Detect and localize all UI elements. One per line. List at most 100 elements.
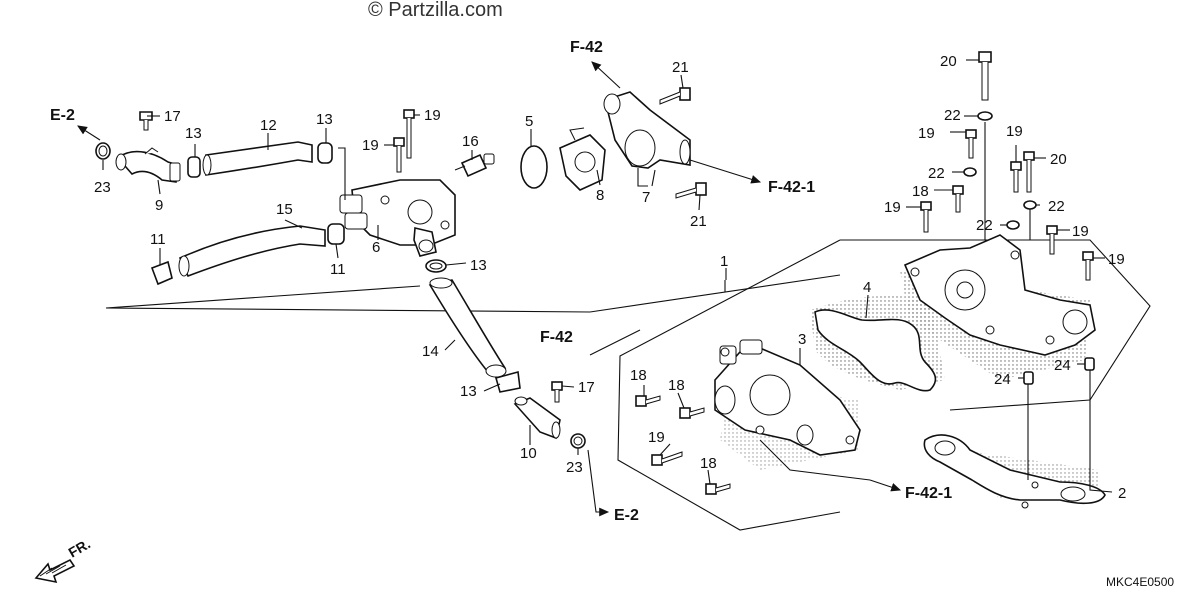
bolt-18-lower-a[interactable] (635, 395, 661, 407)
clamp-13-lower[interactable] (495, 370, 521, 393)
o-ring-23-lower[interactable] (570, 433, 586, 449)
label-19-g: 19 (1072, 223, 1089, 240)
label-13-b: 13 (316, 111, 333, 128)
cover-assembly-1[interactable] (903, 234, 1096, 356)
bolt-19-left-right[interactable] (920, 201, 932, 233)
label-23-lower: 23 (566, 459, 583, 476)
label-7: 7 (642, 189, 650, 206)
bolt-19-right-a[interactable] (1010, 161, 1022, 193)
label-4: 4 (863, 279, 871, 296)
watermark-text: © Partzilla.com (368, 0, 503, 21)
bolt-19-upper-right[interactable] (965, 129, 977, 159)
label-24-right: 24 (1054, 357, 1071, 374)
ref-e2-top: E-2 (50, 107, 75, 124)
front-label: FR. (66, 535, 94, 560)
thermostat-housing-6[interactable] (339, 179, 456, 257)
label-18-b: 18 (668, 377, 685, 394)
elbow-pipe-9[interactable] (115, 147, 181, 183)
bolt-20-top[interactable] (978, 51, 992, 101)
bolt-19-lower[interactable] (651, 451, 683, 466)
washer-22-right-b[interactable] (1006, 220, 1020, 230)
label-13-d: 13 (460, 383, 477, 400)
label-19-e: 19 (884, 199, 901, 216)
label-10: 10 (520, 445, 537, 462)
bolt-18-lower-b[interactable] (679, 407, 705, 419)
label-22-a: 22 (944, 107, 961, 124)
label-22-b: 22 (928, 165, 945, 182)
diagram-code: MKC4E0500 (1106, 575, 1174, 589)
dowel-pin-24-right[interactable] (1084, 357, 1095, 371)
bolt-21-bottom[interactable] (675, 182, 707, 199)
label-2: 2 (1118, 485, 1126, 502)
o-ring-23-top[interactable] (95, 142, 111, 160)
label-16: 16 (462, 133, 479, 150)
o-ring-5[interactable] (520, 145, 548, 189)
label-22-c: 22 (1048, 198, 1065, 215)
label-1: 1 (720, 253, 728, 270)
thermostat-cover-7[interactable] (603, 91, 691, 169)
label-20-top: 20 (940, 53, 957, 70)
ref-f421-bottom: F-42-1 (905, 485, 952, 502)
label-8: 8 (596, 187, 604, 204)
clamp-13-right[interactable] (317, 142, 333, 164)
clamp-11-right[interactable] (327, 223, 345, 245)
bolt-20-right[interactable] (1023, 151, 1035, 193)
label-5: 5 (525, 113, 533, 130)
part-number-labels: 23 9 17 13 12 13 15 11 11 6 19 19 16 13 … (94, 53, 1126, 502)
washer-22-top[interactable] (977, 111, 993, 121)
bolt-17-top[interactable] (139, 111, 153, 131)
label-15: 15 (276, 201, 293, 218)
label-11-left: 11 (150, 231, 166, 248)
bolt-19-thermostat-a[interactable] (403, 109, 415, 159)
thermostat-8[interactable] (559, 127, 606, 191)
washer-22-mid[interactable] (963, 167, 977, 177)
label-9: 9 (155, 197, 163, 214)
assembly-outline (105, 239, 1151, 531)
label-17-lower: 17 (578, 379, 595, 396)
label-13-c: 13 (470, 257, 487, 274)
label-19-b: 19 (362, 137, 379, 154)
label-19-d: 19 (918, 125, 935, 142)
clamp-13-left[interactable] (187, 156, 201, 178)
label-21-bottom: 21 (690, 213, 707, 230)
bolt-17-lower[interactable] (551, 381, 563, 403)
dowel-pin-24-left[interactable] (1023, 371, 1034, 385)
label-24-left: 24 (994, 371, 1011, 388)
label-19-h: 19 (1108, 251, 1125, 268)
washer-22-right-a[interactable] (1023, 200, 1037, 210)
ref-f421-top: F-42-1 (768, 179, 815, 196)
sensor-16[interactable] (454, 153, 495, 178)
hose-14[interactable] (428, 277, 507, 378)
reference-arrows (77, 61, 902, 517)
water-pump-body-3[interactable] (714, 339, 861, 456)
label-3: 3 (798, 331, 806, 348)
clamp-13-middle[interactable] (425, 259, 447, 273)
bolt-19-right-c[interactable] (1082, 251, 1094, 281)
gasket-2[interactable] (923, 434, 1106, 509)
hose-15[interactable] (178, 225, 326, 278)
bolt-19-thermostat-b[interactable] (393, 137, 405, 173)
label-14: 14 (422, 343, 439, 360)
label-18-d: 18 (912, 183, 929, 200)
label-20-right: 20 (1050, 151, 1067, 168)
bolt-21-top[interactable] (659, 87, 691, 105)
label-23-top: 23 (94, 179, 111, 196)
ref-f42-top: F-42 (570, 39, 603, 56)
front-arrow-icon (34, 558, 76, 584)
bolt-18-right[interactable] (952, 185, 964, 213)
bolt-18-lower-c[interactable] (705, 483, 731, 495)
label-18-a: 18 (630, 367, 647, 384)
clamp-11-left[interactable] (150, 260, 173, 286)
label-21-top: 21 (672, 59, 689, 76)
hose-12[interactable] (202, 141, 313, 176)
gasket-4[interactable] (814, 309, 937, 392)
label-13-a: 13 (185, 125, 202, 142)
label-19-c: 19 (648, 429, 665, 446)
pipe-10[interactable] (513, 396, 561, 440)
label-22-d: 22 (976, 217, 993, 234)
leader-lines (102, 59, 1113, 493)
ref-e2-bottom: E-2 (614, 507, 639, 524)
ref-f42-middle: F-42 (540, 329, 573, 346)
label-17-top: 17 (164, 108, 181, 125)
